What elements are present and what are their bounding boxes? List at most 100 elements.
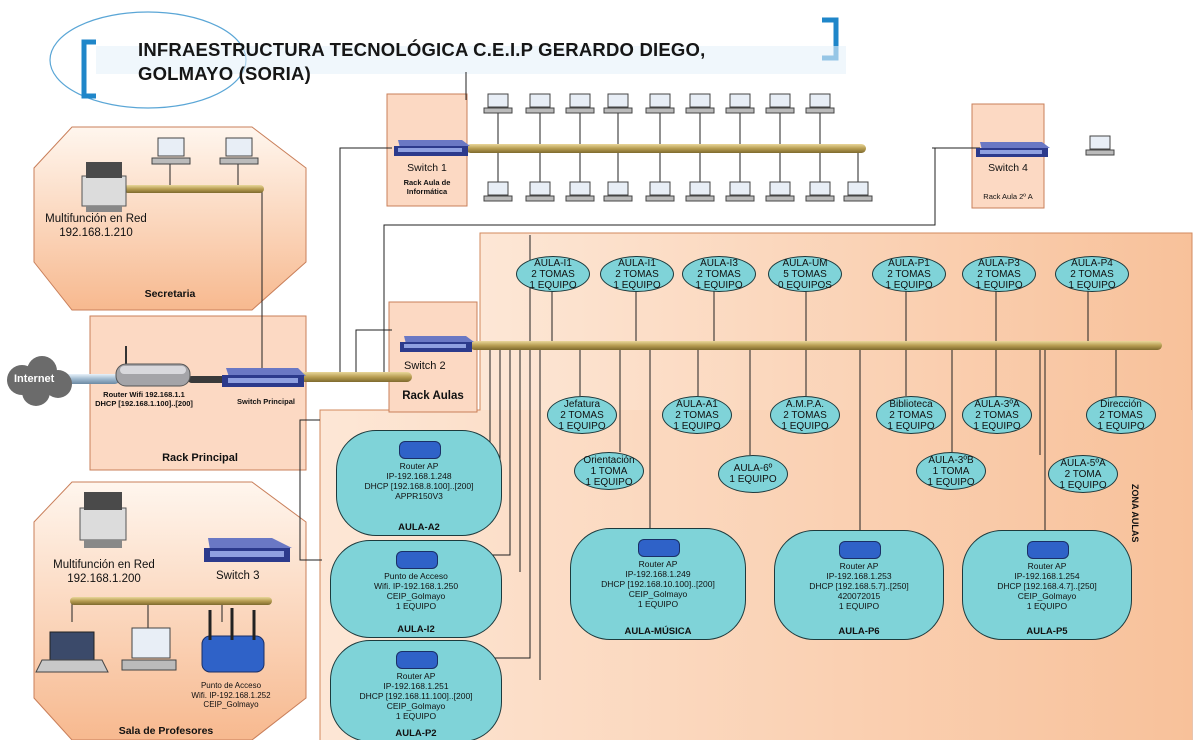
pc-icon-bottom-1 [525,181,555,202]
title-underline [96,46,846,74]
room-line-l3: 1 EQUIPO [975,279,1023,291]
pc-icon-bottom-8 [805,181,835,202]
ap-info-line: CEIP_Golmayo [386,591,446,601]
zona-aulas-label: ZONA AULAS [1130,484,1140,543]
ap-info-line: CEIP_Golmayo [1017,591,1077,601]
room-line-l2: 2 TOMAS [887,268,931,280]
ap-info-line: 1 EQUIPO [395,601,437,611]
ap-profesores-ssid: CEIP_Golmayo [203,700,259,709]
room-line-l1: AULA-I1 [618,257,656,269]
ap-info-line: DHCP [192.168.11.100]..[200] [359,691,473,701]
printer-secretaria-icon [81,162,127,212]
room-line-l3: 1 EQUIPO [613,279,661,291]
switch-4-icon [976,142,1050,157]
switch-1-rack-line1: Rack Aula de [403,178,451,187]
ap-room-label: AULA-P6 [838,626,880,637]
bus-rack-link [300,372,412,382]
rack-principal-box [89,315,307,471]
room-line-l2: 2 TOMAS [531,268,575,280]
pc-icon-bottom-0 [483,181,513,202]
switch-principal-label: Switch Principal [237,397,295,406]
switch-3-icon [204,538,292,562]
pc-icon-top-3 [603,93,633,114]
pc-icon-secretaria-1 [151,137,191,165]
ap-info-line: DHCP [192.168.5.7]..[250] [809,581,909,591]
room-line-l2: 2 TOMAS [783,409,827,421]
room-line-l3: 0 EQUIPOS [778,279,832,291]
room-line-l2: 2 TOMA [1064,468,1102,480]
page-title: INFRAESTRUCTURA TECNOLÓGICA C.E.I.P GERA… [138,38,838,86]
sala-profesores-label: Sala de Profesores [118,725,214,737]
room-line-l3: 1 EQUIPO [529,279,577,291]
pc-icon-top-4 [645,93,675,114]
pc-icon-bottom-6 [725,181,755,202]
ap-info-line: Router AP [839,561,879,571]
pc-row-top [483,93,835,114]
room-line-l1: A.M.P.A. [785,398,825,410]
wifi-router-icon [396,651,438,669]
room-line-l2: 2 TOMAS [697,268,741,280]
pc-icon-bottom-5 [685,181,715,202]
internet-cable [56,374,120,384]
access-point-profesores-icon [201,608,265,673]
switch-1-rack-line2: Informática [406,187,448,196]
internet-cloud-icon [7,356,72,406]
wifi-router-icon [399,441,441,459]
ap-info-line: IP-192.168.1.253 [826,571,892,581]
room-line-l3: 1 EQUIPO [585,476,633,488]
ap-profesores-name: Punto de Acceso [200,681,262,690]
router-switch-cable [188,376,228,383]
ap-info-line: 1 EQUIPO [395,711,437,721]
ap-info-line: Router AP [396,671,436,681]
printer-profesores-ip: 192.168.1.200 [67,573,141,585]
pc-icon-secretaria-2 [219,137,259,165]
room-line-l3: 1 EQUIPO [1068,279,1116,291]
ap-info-line: DHCP [192.168.10.100]..[200] [601,579,715,589]
title-line-1: INFRAESTRUCTURA TECNOLÓGICA C.E.I.P GERA… [138,39,706,60]
internet-label: Internet [14,373,55,385]
room-line-l2: 2 TOMAS [560,409,604,421]
pc-icon-top-6 [725,93,755,114]
room-line-l3: 1 EQUIPO [973,420,1021,432]
ap-info-line: Punto de Acceso [384,571,448,581]
ap-info-line: DHCP [192.168.4.7]..[250] [997,581,1097,591]
secretaria-zone-label: Secretaria [144,288,196,300]
ap-info-line: Router AP [638,559,678,569]
ap-profesores-ip: Wifi. IP-192.168.1.252 [191,690,271,700]
ap-info-line: 1 EQUIPO [637,599,679,609]
room-line-l3: 1 EQUIPO [1097,420,1145,432]
pc-icon-top-1 [525,93,555,114]
room-line-l3: 1 EQUIPO [885,279,933,291]
pc-icon-bottom-9 [843,181,873,202]
ap-info-line: 1 EQUIPO [1026,601,1068,611]
printer-profesores-icon [79,492,127,548]
ap-info-line: Wifi. IP-192.168.1.250 [373,581,459,591]
pc-icon-top-2 [565,93,595,114]
switch-4-rack-label: Rack Aula 2º A [983,192,1033,201]
ap-info-line: 1 EQUIPO [838,601,880,611]
room-line-l1: Dirección [1100,398,1142,410]
ap-room-label: AULA-I2 [397,624,435,635]
pc-icon-switch4 [1085,135,1115,156]
